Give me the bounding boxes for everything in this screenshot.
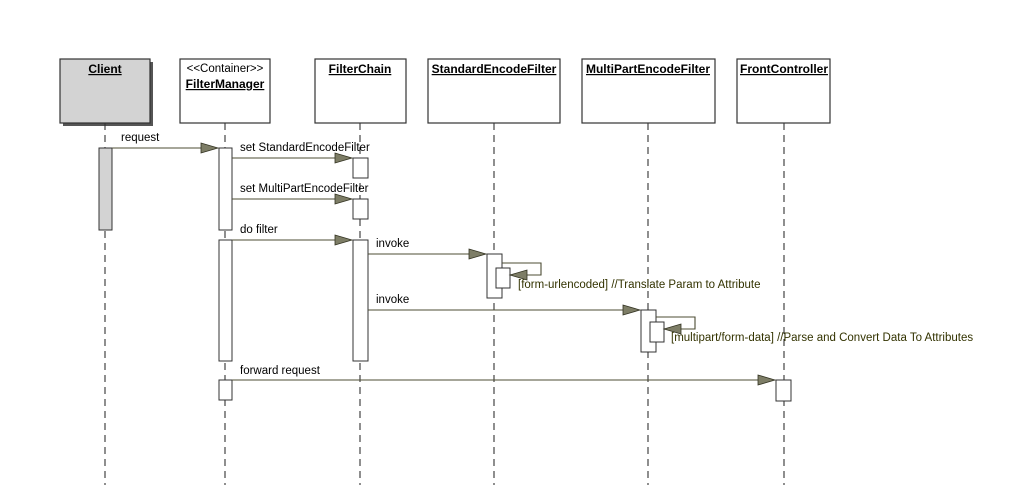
message-invoke-standard-label: invoke bbox=[376, 238, 409, 250]
activation-filtermanager-3 bbox=[218, 379, 233, 401]
object-filtermanager-name: FilterManager bbox=[186, 77, 265, 91]
object-client-name: Client bbox=[88, 62, 121, 76]
activation-client bbox=[98, 147, 113, 231]
activation-filtermanager-2 bbox=[218, 239, 233, 362]
arrowhead-icon bbox=[200, 142, 220, 154]
activation-filtermanager-1 bbox=[218, 147, 233, 231]
object-standardencodefilter: StandardEncodeFilter bbox=[427, 58, 561, 124]
message-set-multipart-label: set MultiPartEncodeFilter bbox=[240, 183, 369, 195]
object-filtermanager-stereotype: <<Container>> bbox=[187, 63, 264, 75]
object-frontcontroller: FrontController bbox=[736, 58, 831, 124]
message-do-filter: do filter bbox=[232, 224, 354, 246]
message-invoke-standard: invoke bbox=[368, 238, 488, 260]
message-request: request bbox=[112, 132, 220, 154]
message-forward-request: forward request bbox=[232, 365, 777, 386]
activation-filterchain-2 bbox=[352, 198, 369, 220]
object-filtermanager: <<Container>> FilterManager bbox=[179, 58, 271, 124]
activation-filterchain-3 bbox=[352, 239, 369, 362]
activation-standardencodefilter-nested bbox=[495, 267, 511, 289]
message-set-multipart: set MultiPartEncodeFilter bbox=[232, 183, 369, 205]
object-filterchain-name: FilterChain bbox=[329, 62, 392, 76]
object-frontcontroller-name: FrontController bbox=[740, 62, 828, 76]
object-multipartencodefilter: MultiPartEncodeFilter bbox=[581, 58, 716, 124]
message-self-standard: [form-urlencoded] //Translate Param to A… bbox=[502, 262, 760, 291]
arrowhead-icon bbox=[662, 323, 682, 335]
message-invoke-multipart-label: invoke bbox=[376, 294, 409, 306]
arrowhead-icon bbox=[468, 248, 488, 260]
arrowhead-icon bbox=[334, 193, 354, 205]
arrowhead-icon bbox=[334, 234, 354, 246]
object-client: Client bbox=[59, 58, 153, 126]
message-set-standard: set StandardEncodeFilter bbox=[232, 142, 370, 164]
message-set-standard-label: set StandardEncodeFilter bbox=[240, 142, 370, 154]
arrowhead-icon bbox=[508, 269, 528, 281]
activation-filterchain-1 bbox=[352, 157, 369, 179]
object-client-box bbox=[59, 58, 151, 124]
object-multipartencodefilter-name: MultiPartEncodeFilter bbox=[586, 62, 710, 76]
message-do-filter-label: do filter bbox=[240, 224, 278, 236]
message-self-multipart-label: [multipart/form-data] //Parse and Conver… bbox=[671, 332, 973, 344]
object-standardencodefilter-name: StandardEncodeFilter bbox=[432, 62, 557, 76]
message-self-standard-label: [form-urlencoded] //Translate Param to A… bbox=[518, 279, 760, 291]
message-request-label: request bbox=[121, 132, 160, 144]
activation-frontcontroller bbox=[775, 379, 792, 402]
message-self-multipart: [multipart/form-data] //Parse and Conver… bbox=[656, 316, 973, 344]
message-invoke-multipart: invoke bbox=[368, 294, 642, 316]
arrowhead-icon bbox=[334, 152, 354, 164]
object-filtermanager-box bbox=[179, 58, 271, 124]
activation-multipartencodefilter-nested bbox=[649, 321, 665, 343]
arrowhead-icon bbox=[757, 374, 777, 386]
message-forward-request-label: forward request bbox=[240, 365, 321, 377]
object-filterchain: FilterChain bbox=[314, 58, 407, 124]
arrowhead-icon bbox=[622, 304, 642, 316]
object-filterchain-box bbox=[314, 58, 407, 124]
